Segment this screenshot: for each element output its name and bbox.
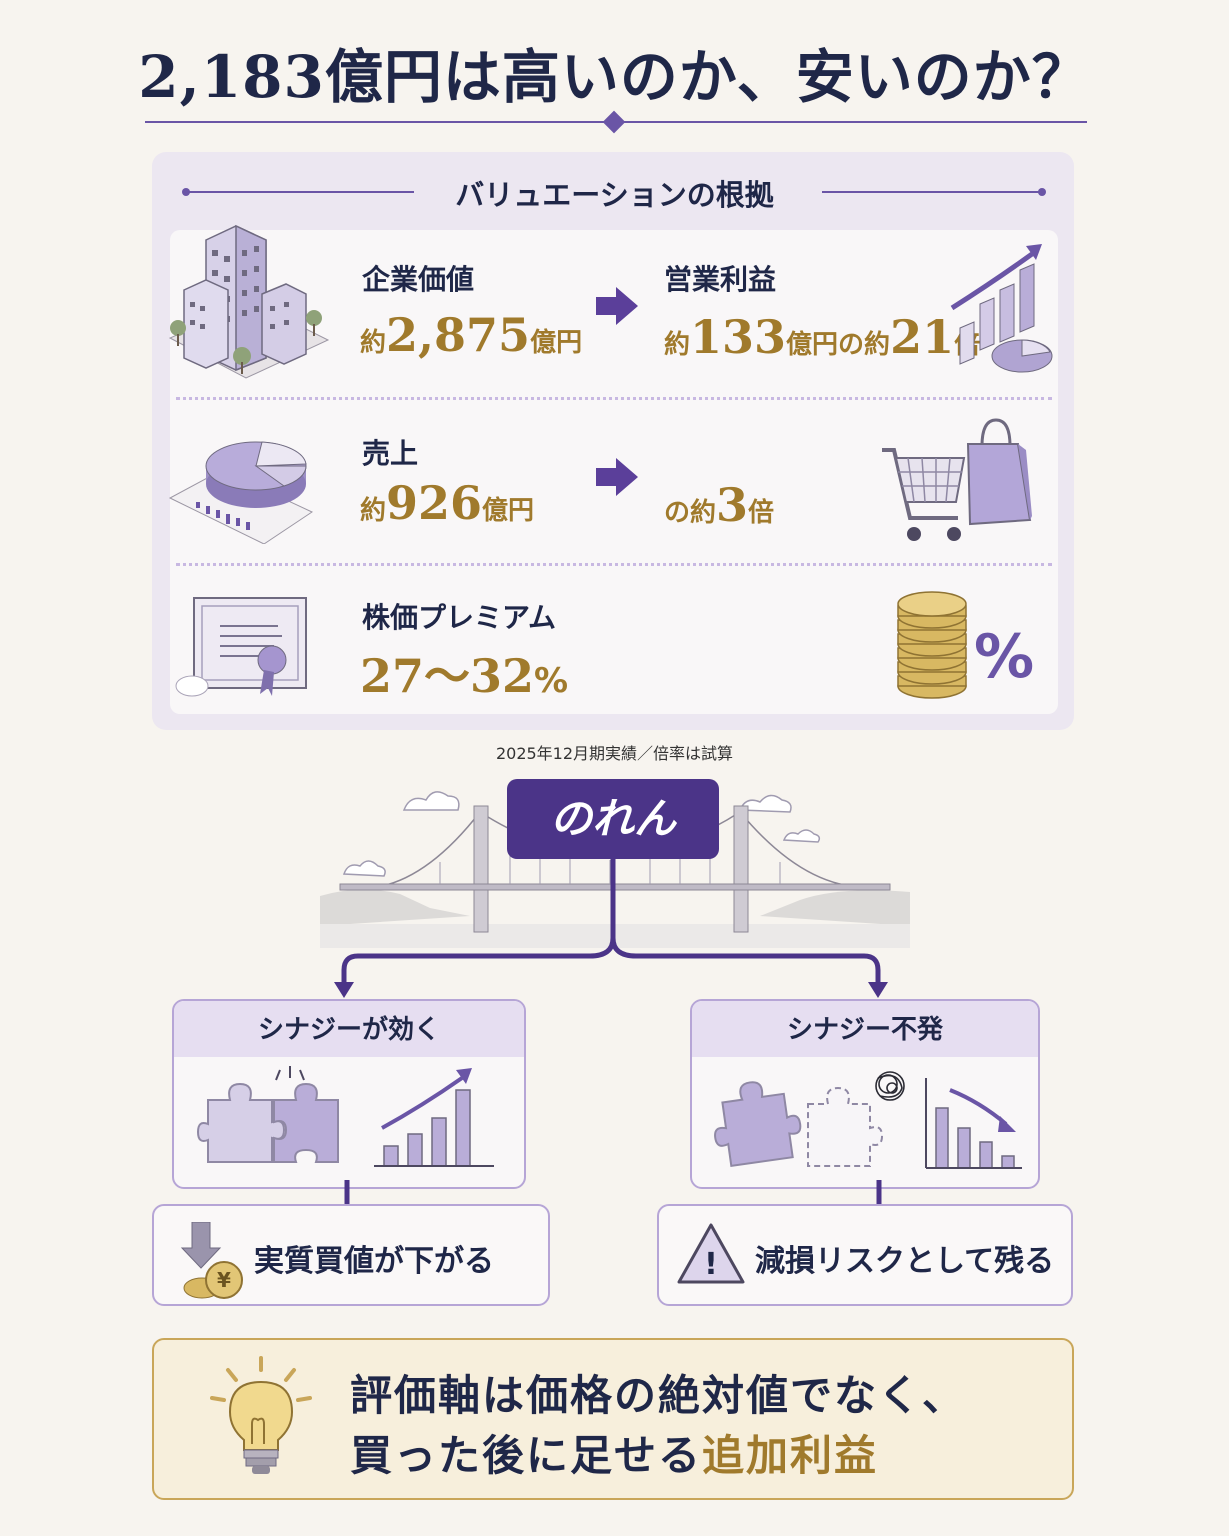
- conclusion-line-2: 買った後に足せる追加利益: [350, 1422, 878, 1483]
- heading-rule-left-dot: [182, 188, 190, 196]
- sales-multiple-suffix: 倍: [748, 498, 775, 528]
- conclusion-highlight: 追加利益: [702, 1431, 879, 1480]
- arrow-right-icon: [596, 458, 638, 496]
- sales-number: 926: [386, 476, 483, 530]
- synergy-success-heading: シナジーが効く: [174, 1001, 524, 1057]
- operating-profit-mid: 億円の約: [786, 330, 891, 360]
- stock-premium-number: 27〜32: [360, 649, 535, 703]
- sales-multiple-prefix: の約: [664, 498, 717, 528]
- sales-label: 売上: [362, 437, 419, 470]
- pie-chart-icon: [168, 441, 314, 544]
- shopping-cart-icon: [882, 448, 966, 541]
- warning-icon: !: [677, 1223, 745, 1284]
- enterprise-value-number: 2,875: [386, 308, 531, 362]
- operating-profit-label: 営業利益: [664, 263, 777, 296]
- conclusion-line-2-prefix: 買った後に足せる: [350, 1431, 703, 1480]
- enterprise-value-amount: 約2,875億円: [360, 308, 582, 362]
- coin-stack-icon: [897, 591, 967, 699]
- sales-multiple: の約3倍: [664, 478, 774, 532]
- goodwill-label: のれん: [507, 779, 719, 859]
- buildings-icon: [168, 224, 330, 379]
- growth-chart-icon: [950, 244, 1053, 373]
- operating-profit-number: 133: [690, 310, 787, 364]
- stock-premium-unit: %: [534, 661, 569, 701]
- enterprise-value-unit: 億円: [530, 328, 583, 358]
- certificate-icon: [175, 597, 307, 697]
- sales-unit: 億円: [482, 496, 535, 526]
- conclusion-box: [152, 1338, 1074, 1500]
- puzzle-icon: [714, 1071, 905, 1167]
- operating-profit-multiplier: 21: [890, 310, 955, 364]
- enterprise-value-prefix: 約: [360, 328, 387, 358]
- row-divider: [176, 563, 1052, 566]
- page-title: 2,183億円は高いのか、安いのか？: [138, 43, 1091, 111]
- synergy-success-result-text: 実質買値が下がる: [254, 1244, 494, 1279]
- synergy-failure-result-text: 減損リスクとして残る: [755, 1244, 1055, 1279]
- warning-mark: !: [704, 1247, 718, 1282]
- sales-prefix: 約: [360, 496, 387, 526]
- valuation-footnote: 2025年12月期実績／倍率は試算: [495, 744, 734, 763]
- title-diamond-ornament: [602, 110, 626, 134]
- shopping-bag-icon: [966, 418, 1032, 526]
- enterprise-value-label: 企業価値: [362, 263, 475, 296]
- lightbulb-icon: [210, 1356, 312, 1474]
- stock-premium-range: 27〜32%: [360, 640, 568, 706]
- operating-profit-multiple: 約133億円の約21倍: [664, 310, 980, 364]
- percent-symbol-icon: %: [974, 622, 1035, 692]
- stock-premium-label: 株価プレミアム: [362, 601, 557, 634]
- bar-chart-up-icon: [374, 1068, 494, 1167]
- heading-rule-right-dot: [1038, 188, 1046, 196]
- sales-amount: 約926億円: [360, 476, 534, 530]
- heading-rule-right: [822, 191, 1042, 193]
- arrow-right-icon: [596, 287, 638, 325]
- down-arrow-coin-icon: ¥: [180, 1222, 243, 1299]
- bar-chart-down-icon: [925, 1078, 1022, 1169]
- valuation-heading: バリュエーションの根拠: [455, 178, 774, 212]
- branch-connector: [334, 858, 888, 998]
- yen-symbol: ¥: [217, 1268, 231, 1292]
- puzzle-icon: [196, 1066, 339, 1163]
- synergy-failure-heading: シナジー不発: [692, 1001, 1038, 1057]
- sales-multiple-number: 3: [716, 478, 749, 532]
- heading-rule-left: [186, 191, 414, 193]
- conclusion-line-1: 評価軸は価格の絶対値でなく、: [350, 1371, 967, 1420]
- row-divider: [176, 397, 1052, 400]
- operating-profit-prefix: 約: [664, 330, 691, 360]
